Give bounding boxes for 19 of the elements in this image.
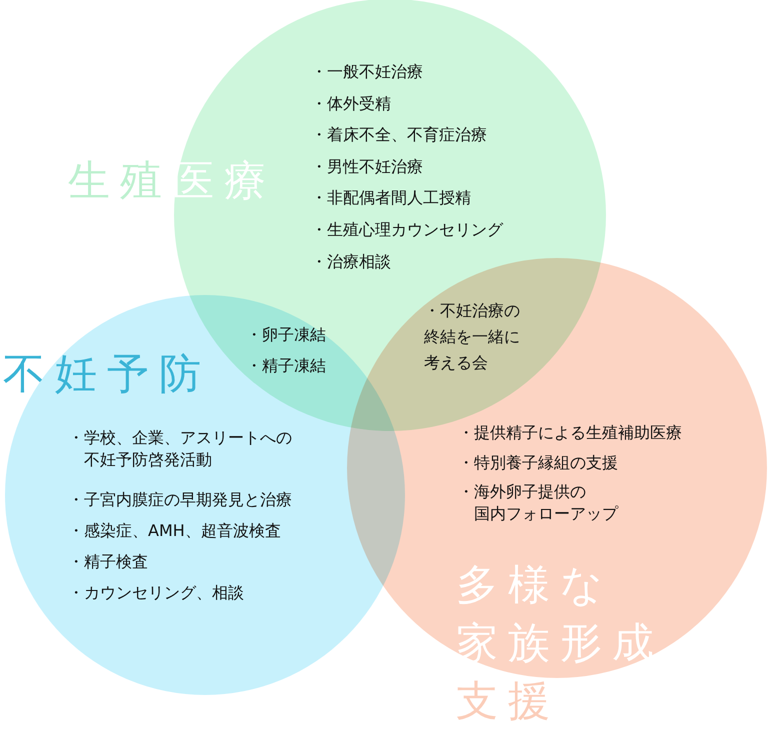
list-item: ・感染症、AMH、超音波検査 <box>68 520 281 542</box>
list-item: ・海外卵子提供の国内フォローアップ <box>458 481 618 525</box>
list-item: ・体外受精 <box>311 92 391 115</box>
list-item: ・学校、企業、アスリートへの不妊予防啓発活動 <box>68 427 292 471</box>
list-item: ・カウンセリング、相談 <box>68 582 244 604</box>
list-item: ・一般不妊治療 <box>311 61 423 83</box>
list-item: ・治療相談 <box>311 250 391 273</box>
list-item: ・着床不全、不育症治療 <box>311 124 487 146</box>
list-item: ・特別養子縁組の支援 <box>458 452 618 474</box>
list-item: ・提供精子による生殖補助医療 <box>458 422 682 444</box>
list-item: ・非配偶者間人工授精 <box>311 187 471 210</box>
list-item: ・精子検査 <box>68 551 148 573</box>
circle-heading: 不妊予防 <box>3 348 211 400</box>
overlap-item: ・卵子凍結 <box>246 324 326 346</box>
list-item: ・生殖心理カウンセリング <box>311 219 503 241</box>
list-item: ・子宮内膜症の早期発見と治療 <box>68 489 292 511</box>
overlap-item: ・不妊治療の終結を一緒に考える会 <box>424 300 520 374</box>
overlap-item: ・精子凍結 <box>246 355 326 377</box>
list-item: ・男性不妊治療 <box>311 156 423 178</box>
